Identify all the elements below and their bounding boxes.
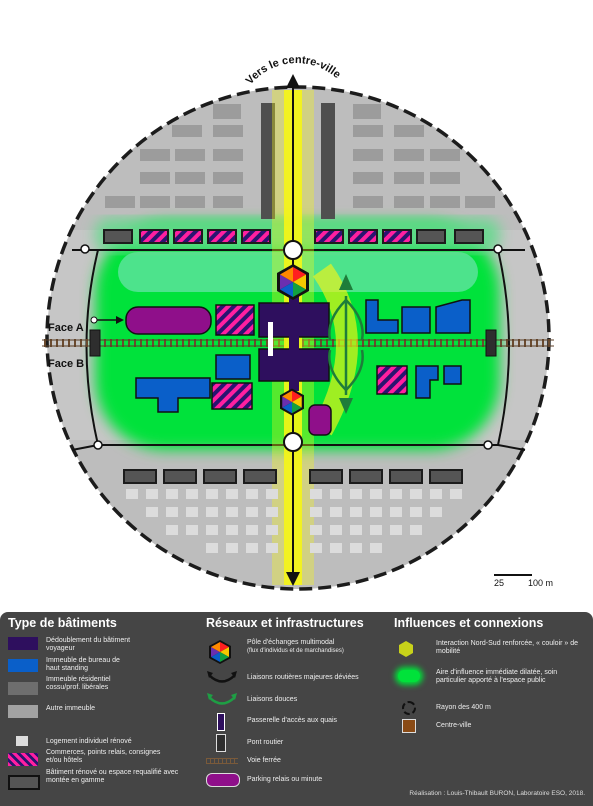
road-bridge-icon bbox=[216, 734, 226, 752]
swatch-office bbox=[8, 659, 38, 672]
legend-item-parking: Parking relais ou minute bbox=[247, 776, 323, 783]
swatch-renovated bbox=[8, 775, 40, 790]
legend-networks-title: Réseaux et infrastructures bbox=[206, 616, 364, 630]
soft-links bbox=[328, 296, 364, 395]
legend-panel: Type de bâtiments Réseaux et infrastruct… bbox=[0, 612, 593, 806]
swatch-station bbox=[8, 637, 38, 650]
footbridge-icon bbox=[217, 713, 225, 731]
legend-item-radius: Rayon des 400 m bbox=[436, 704, 491, 711]
legend-item-house: Logement individuel rénové bbox=[46, 738, 132, 745]
legend-item-deviated-roads: Liaisons routières majeures déviées bbox=[247, 674, 359, 681]
legend-item-commerce: Commerces, points relais, consignes et/o… bbox=[46, 749, 161, 764]
west-buildings bbox=[125, 304, 255, 413]
south-houses bbox=[126, 489, 462, 553]
road-bridge-west bbox=[89, 329, 101, 357]
soft-link-icon bbox=[207, 693, 237, 705]
scale-small: 25 bbox=[494, 578, 505, 588]
legend-item-office: Immeuble de bureau de haut standing bbox=[46, 657, 120, 672]
parking-relais bbox=[308, 404, 332, 436]
scale-bar: 25 100 m bbox=[494, 574, 593, 598]
legend-item-soft-links: Liaisons douces bbox=[247, 696, 298, 703]
legend-item-railway: Voie ferrée bbox=[247, 757, 281, 764]
swatch-residential bbox=[8, 682, 38, 695]
legend-item-other: Autre immeuble bbox=[46, 705, 96, 712]
legend-item-hub-sub: (flux d'individus et de marchandises) bbox=[247, 648, 344, 654]
swatch-other bbox=[8, 705, 38, 718]
legend-item-city-centre: Centre-ville bbox=[436, 722, 472, 729]
legend-item-road-bridge: Pont routier bbox=[247, 739, 284, 746]
city-centre-icon bbox=[402, 719, 416, 733]
legend-item-corridor: Interaction Nord-Sud renforcée, « couloi… bbox=[436, 640, 579, 655]
east-buildings bbox=[365, 299, 471, 399]
legend-item-footbridge: Passerelle d'accès aux quais bbox=[247, 717, 338, 724]
multimodal-hub-south bbox=[280, 388, 304, 416]
road-bridge-east bbox=[485, 329, 497, 357]
north-buildings bbox=[105, 103, 495, 219]
face-b-label: Face B bbox=[48, 358, 84, 370]
legend-types-title: Type de bâtiments bbox=[8, 616, 117, 630]
platform-footbridge bbox=[268, 322, 273, 356]
south-renovated-row bbox=[123, 469, 463, 484]
credit: Réalisation : Louis-Thibault BURON, Labo… bbox=[409, 790, 585, 797]
swatch-house bbox=[16, 736, 28, 746]
scale-large: 100 m bbox=[528, 578, 554, 588]
station-area-map: Vers le centre-ville bbox=[42, 54, 554, 591]
hub-icon bbox=[209, 640, 231, 664]
corridor-icon bbox=[399, 641, 413, 657]
swatch-commerce bbox=[8, 753, 38, 766]
legend-item-hub: Pôle d'échanges multimodal bbox=[247, 639, 335, 646]
legend-item-influence: Aire d'influence immédiate dilatée, soin… bbox=[436, 669, 558, 684]
north-renovated-row bbox=[103, 229, 484, 244]
radius-icon bbox=[402, 701, 416, 715]
influence-zone-icon bbox=[398, 670, 420, 682]
legend-item-station: Dédoublement du bâtiment voyageur bbox=[46, 637, 131, 652]
railway-icon bbox=[206, 758, 238, 764]
legend-item-residential: Immeuble résidentiel cossu/prof. libéral… bbox=[46, 676, 111, 691]
deviated-road-icon bbox=[207, 671, 237, 683]
legend-item-renovated: Bâtiment rénové ou espace requalifié ave… bbox=[46, 769, 179, 784]
parking-icon bbox=[206, 773, 240, 787]
legend-influences-title: Influences et connexions bbox=[394, 616, 544, 630]
face-a-label: Face A bbox=[48, 322, 84, 334]
multimodal-hub-north bbox=[277, 264, 309, 300]
